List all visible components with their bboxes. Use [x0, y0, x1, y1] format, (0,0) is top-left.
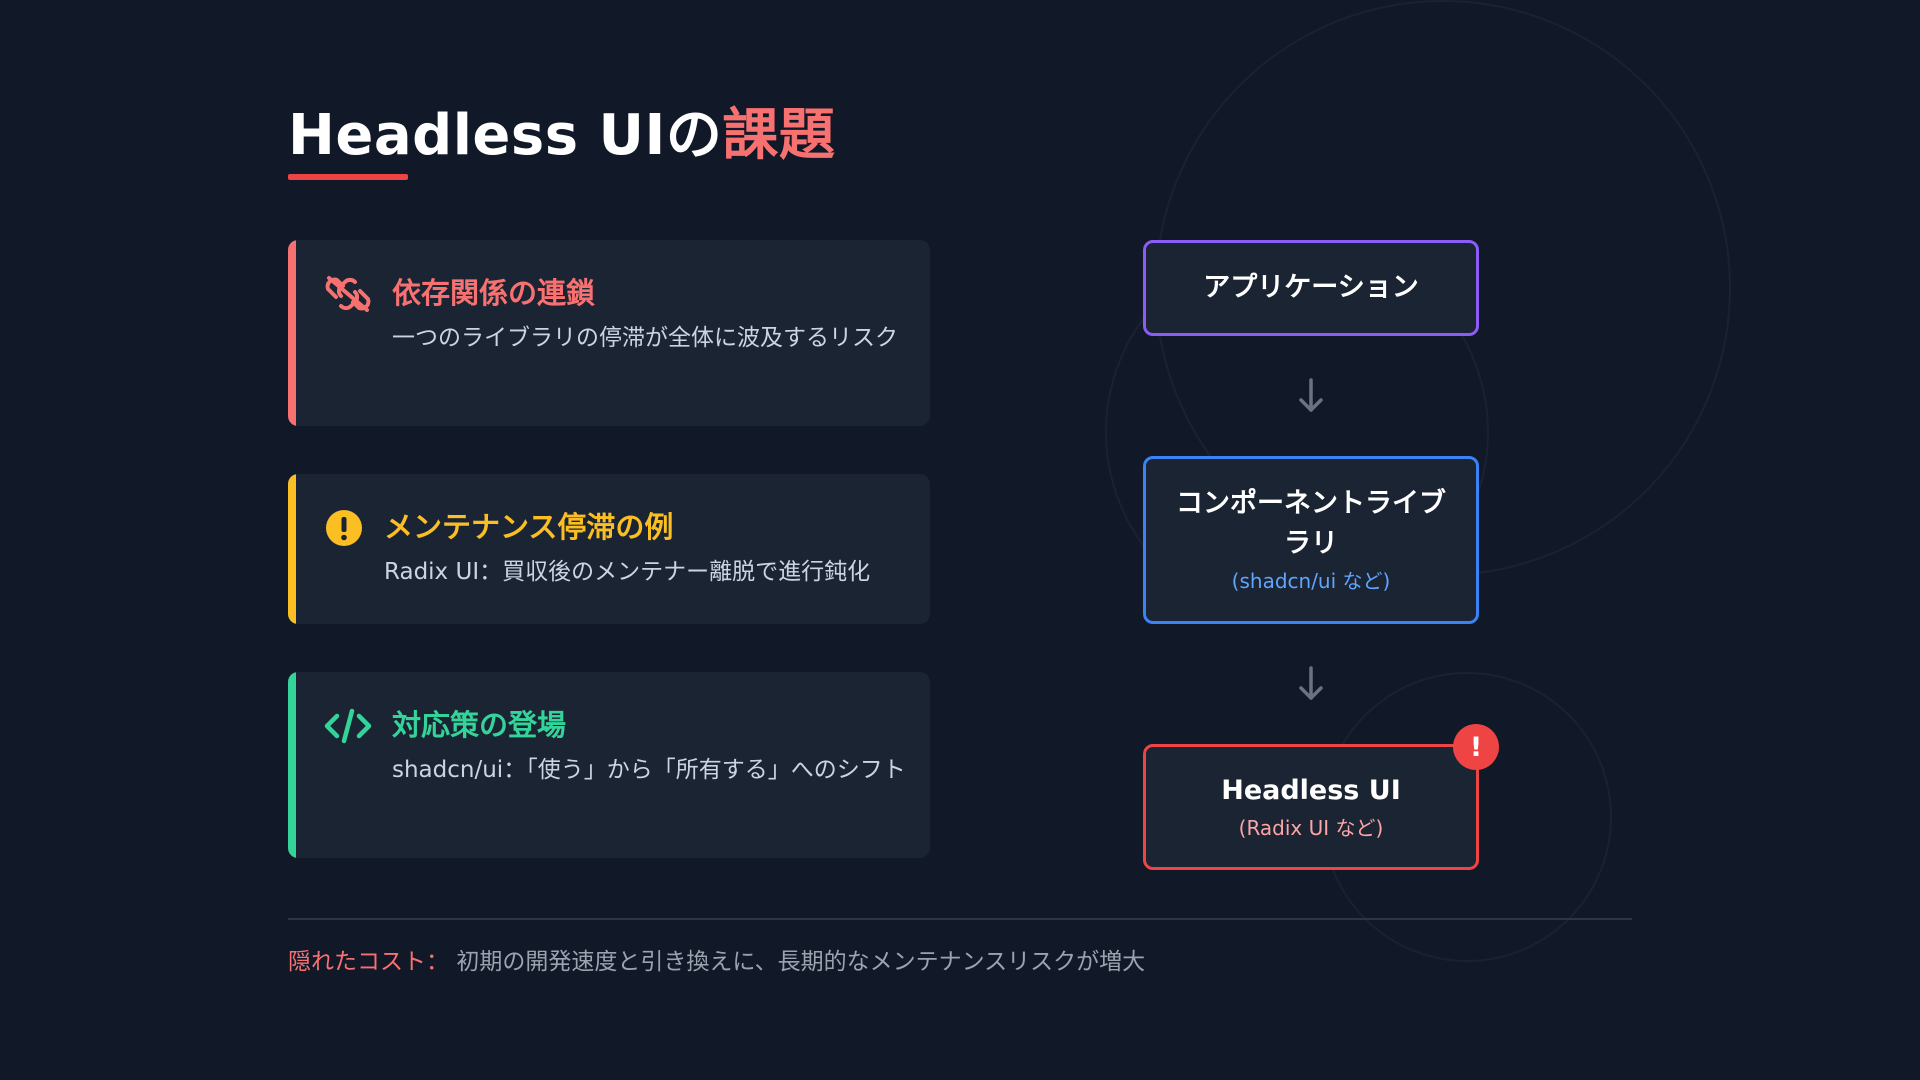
exclamation-circle-icon [320, 504, 368, 552]
alert-badge: ! [1453, 724, 1499, 770]
node-sublabel: (Radix UI など) [1238, 816, 1384, 840]
footer-note: 隠れたコスト： 初期の開発速度と引き換えに、長期的なメンテナンスリスクが増大 [288, 942, 1145, 976]
title-main: Headless UIの [288, 103, 723, 168]
card-description: 一つのライブラリの停滞が全体に波及するリスク [392, 325, 898, 351]
card-accent-bar [288, 474, 296, 624]
card-maintenance-stagnation: メンテナンス停滞の例 Radix UI：買収後のメンテナー離脱で進行鈍化 [288, 474, 930, 624]
card-heading: 依存関係の連鎖 [392, 276, 596, 310]
broken-link-icon [324, 270, 372, 318]
card-heading: 対応策の登場 [392, 708, 567, 742]
page-title: Headless UIの課題 [288, 90, 835, 171]
diagram-node-component-library: コンポーネントライブラリ (shadcn/ui など) [1143, 456, 1479, 624]
arrow-down-icon [1299, 666, 1323, 700]
card-dependency-chain: 依存関係の連鎖 一つのライブラリの停滞が全体に波及するリスク [288, 240, 930, 426]
card-description: Radix UI：買収後のメンテナー離脱で進行鈍化 [384, 559, 871, 585]
node-label: コンポーネントライブラリ [1176, 488, 1446, 559]
footer-label: 隠れたコスト： [288, 949, 449, 975]
card-description: shadcn/ui：「使う」から「所有する」へのシフト [392, 757, 906, 783]
footer-text: 初期の開発速度と引き換えに、長期的なメンテナンスリスクが増大 [456, 949, 1146, 975]
card-heading: メンテナンス停滞の例 [384, 510, 674, 544]
node-label: アプリケーション [1203, 272, 1419, 303]
title-underline [288, 174, 408, 180]
diagram-node-headless-ui: Headless UI (Radix UI など) [1143, 744, 1479, 870]
node-sublabel: (shadcn/ui など) [1231, 569, 1391, 593]
node-label: Headless UI [1221, 775, 1401, 806]
card-accent-bar [288, 240, 296, 426]
code-icon [324, 702, 372, 750]
arrow-down-icon [1299, 378, 1323, 412]
card-countermeasure: 対応策の登場 shadcn/ui：「使う」から「所有する」へのシフト [288, 672, 930, 858]
divider [288, 918, 1632, 920]
title-accent: 課題 [722, 103, 836, 168]
card-accent-bar [288, 672, 296, 858]
diagram-node-application: アプリケーション [1143, 240, 1479, 336]
